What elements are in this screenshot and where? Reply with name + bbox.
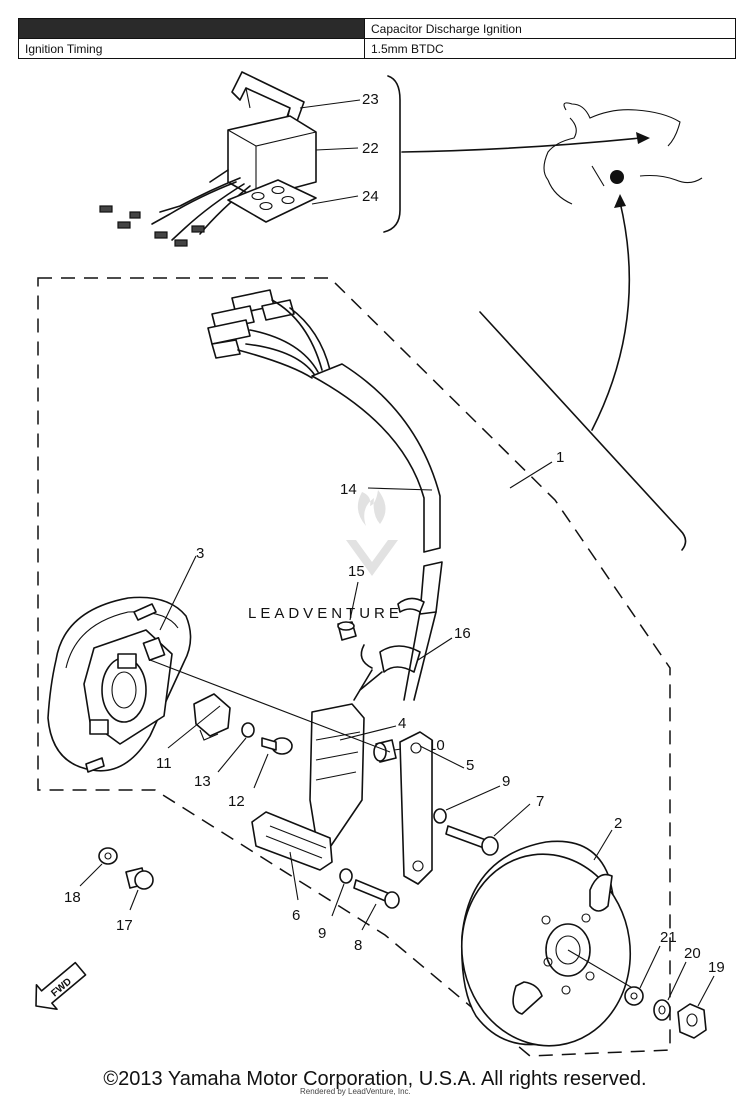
part-7-screw — [445, 825, 499, 856]
callout-16: 16 — [454, 625, 471, 642]
crank-axis-line — [567, 949, 637, 991]
leader-7 — [493, 803, 531, 837]
part-4-charging-coil — [309, 703, 365, 863]
spec-label-shaded — [18, 18, 365, 39]
callout-15: 15 — [348, 563, 365, 580]
callout-1: 1 — [556, 449, 564, 466]
callout-21: 21 — [660, 929, 677, 946]
callout-13: 13 — [194, 773, 211, 790]
part-21-washer — [624, 986, 644, 1006]
callout-3: 3 — [196, 545, 204, 562]
part-17-screw — [125, 867, 154, 890]
leader-24 — [311, 195, 359, 205]
copyright-notice: ©2013 Yamaha Motor Corporation, U.S.A. A… — [103, 1068, 647, 1090]
leader-9b — [331, 883, 345, 917]
spec-label-ignition-timing: Ignition Timing — [18, 38, 365, 59]
callout-4: 4 — [398, 715, 406, 732]
leader-2 — [593, 829, 613, 861]
leader-9a — [445, 785, 501, 811]
part-12-screw — [261, 737, 293, 755]
leader-23 — [299, 99, 361, 109]
part-14-connectors — [207, 289, 331, 379]
callout-6: 6 — [292, 907, 300, 924]
part-11-pulser-coil — [193, 693, 231, 741]
callout-19: 19 — [708, 959, 725, 976]
leader-12 — [253, 753, 269, 789]
leader-16 — [417, 637, 453, 661]
leader-8 — [361, 903, 377, 931]
leader-15 — [349, 581, 359, 621]
part-6-coil — [251, 811, 333, 871]
part-24-damper — [227, 179, 317, 223]
render-credit: Rendered by LeadVenture, Inc. — [300, 1087, 411, 1096]
callout-12: 12 — [228, 793, 245, 810]
callout-18: 18 — [64, 889, 81, 906]
location-arrow-lower — [591, 201, 631, 431]
group-bracket-upper — [383, 75, 401, 233]
part-14-harness — [311, 363, 443, 615]
part-19-nut — [677, 1003, 707, 1039]
part-9-washer-lower — [339, 868, 353, 884]
motorcycle-location-sketch — [543, 102, 703, 205]
part-18-washer — [98, 847, 118, 865]
leader-19 — [697, 975, 715, 1007]
leader-4 — [339, 725, 397, 741]
part-8-screw — [353, 879, 400, 909]
callout-11: 11 — [156, 755, 172, 772]
callout-9b: 9 — [318, 925, 326, 942]
part-15-screw — [337, 621, 357, 641]
leader-1 — [509, 461, 553, 489]
spec-table: Capacitor Discharge Ignition Ignition Ti… — [18, 18, 736, 59]
assembly-line — [149, 659, 391, 753]
part-5-lighting-coil — [399, 731, 433, 885]
part-13-washer — [241, 722, 255, 738]
fwd-arrow: FWD — [35, 961, 87, 1011]
leader-6 — [289, 851, 299, 901]
callout-20: 20 — [684, 945, 701, 962]
part-22-cdi-unit — [99, 115, 317, 247]
leader-14 — [367, 487, 433, 491]
leader-22 — [315, 147, 359, 151]
callout-22: 22 — [362, 140, 379, 157]
leader-5 — [419, 745, 465, 769]
callout-7: 7 — [536, 793, 544, 810]
leader-13 — [217, 737, 247, 773]
part-10-collar — [373, 739, 397, 763]
leader-20 — [667, 961, 687, 1001]
callout-24: 24 — [362, 188, 379, 205]
callout-14: 14 — [340, 481, 357, 498]
part-2-rotor — [460, 840, 632, 1047]
callout-8: 8 — [354, 937, 362, 954]
callout-17: 17 — [116, 917, 133, 934]
part-3-stator-plate — [47, 596, 192, 773]
spec-value-ignition-timing: 1.5mm BTDC — [364, 38, 736, 59]
location-arrow-upper — [401, 137, 641, 153]
part-9-washer-upper — [433, 808, 447, 824]
callout-23: 23 — [362, 91, 379, 108]
spec-row-ignition-timing: Ignition Timing 1.5mm BTDC — [18, 38, 736, 59]
callout-2: 2 — [614, 815, 622, 832]
group-boundary-dashed — [37, 277, 671, 1057]
callout-9a: 9 — [502, 773, 510, 790]
leader-11 — [167, 705, 221, 749]
group-line-right — [479, 311, 687, 551]
leader-18 — [79, 863, 103, 887]
watermark: LEADVENTURE — [248, 490, 403, 622]
watermark-text: LEADVENTURE — [248, 605, 403, 622]
leader-21 — [639, 945, 661, 989]
callout-5: 5 — [466, 757, 474, 774]
leader-17 — [129, 889, 139, 911]
leader-3 — [159, 555, 197, 631]
part-20-lockwasher — [653, 999, 671, 1021]
